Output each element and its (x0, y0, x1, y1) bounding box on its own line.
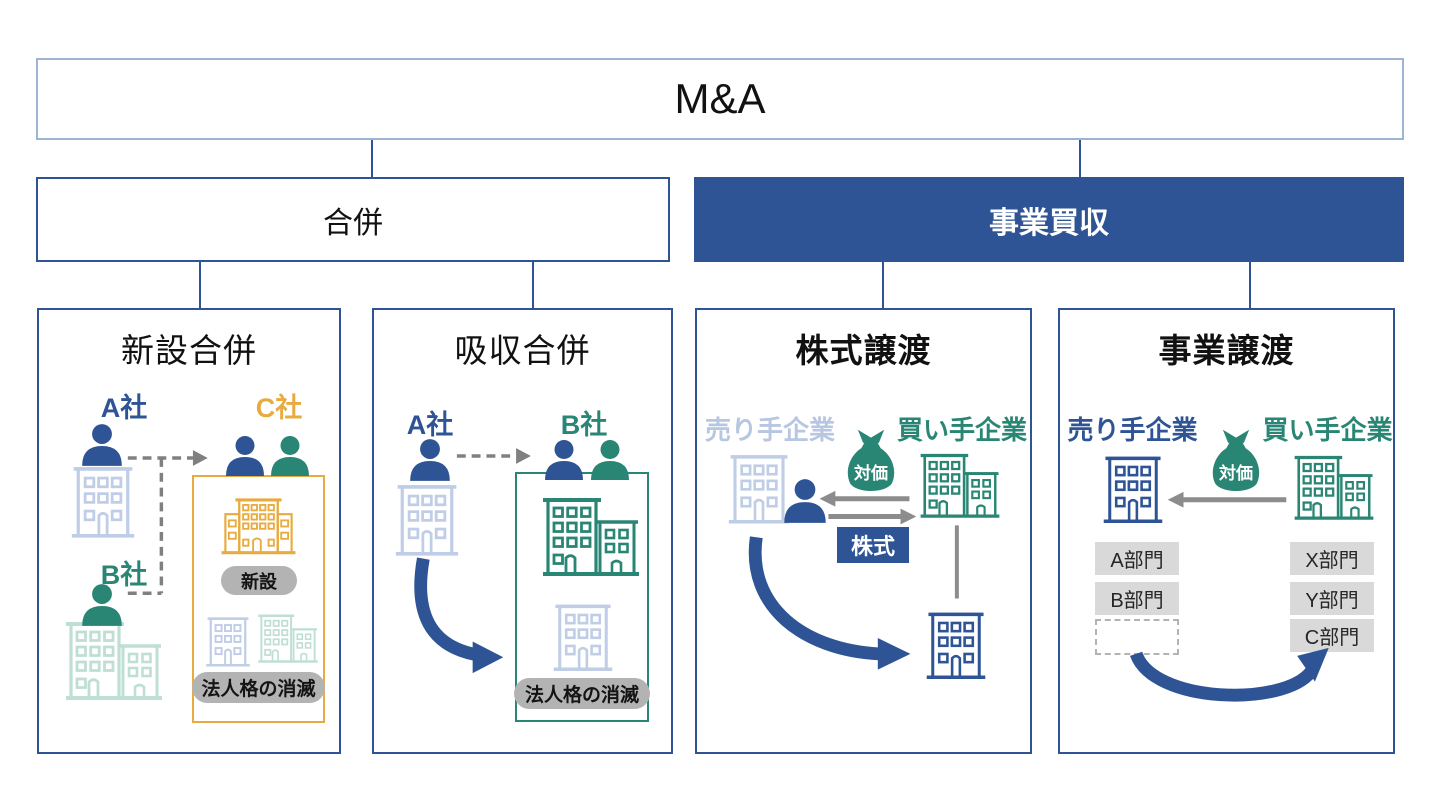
consideration-label: 対価 (854, 464, 888, 483)
transfer-flow-arrow (1130, 651, 1317, 702)
panel-title: 新設合併 (121, 332, 257, 369)
branch-acquisition-label: 事業買収 (989, 206, 1109, 240)
payment-arrowhead (1167, 491, 1184, 508)
company-c-label: C社 (255, 393, 303, 423)
transfer-flow-arrowhead (877, 638, 911, 670)
headquarters-building-icon (220, 497, 297, 556)
building-annex-icon (541, 494, 641, 578)
dashed-arrowhead (516, 448, 531, 464)
panel-title: 吸収合併 (454, 332, 591, 369)
transfer-flow-arrowhead (1297, 647, 1329, 682)
buyer-division-box: C部門 (1290, 619, 1374, 652)
person-icon (223, 436, 267, 476)
dissolution-badge: 法人格の消滅 (192, 672, 325, 703)
seller-division-box: B部門 (1095, 582, 1179, 615)
person-icon (268, 436, 312, 476)
stock-arrowhead (900, 508, 917, 525)
dashed-arrowhead (192, 450, 208, 466)
person-icon (781, 478, 829, 524)
building-annex-icon (919, 450, 1001, 520)
panel-consolidation-merger: 新設合併 A社 C社 B社 新設 法人格の消滅 (37, 308, 341, 754)
seller-division-box: A部門 (1095, 542, 1179, 575)
panel-business-transfer: 事業譲渡 売り手企業 買い手企業 対価 A部門 B部門 X部門 Y部門 C部門 (1058, 308, 1395, 754)
building-icon (205, 614, 251, 668)
company-b-label: B社 (100, 560, 148, 590)
stock-label-box: 株式 (837, 527, 909, 563)
merge-flow-arrow (414, 557, 477, 661)
transferred-division-placeholder (1095, 619, 1179, 655)
connector-line (882, 262, 884, 308)
panel-title: 事業譲渡 (1158, 332, 1295, 369)
consideration-label: 対価 (1219, 464, 1253, 483)
company-a-label: A社 (406, 410, 454, 440)
arrows-layer (1130, 491, 1329, 702)
branch-business-acquisition: 事業買収 (694, 177, 1404, 262)
merge-flow-arrowhead (472, 641, 504, 674)
person-icon (407, 439, 453, 481)
person-icon (542, 440, 586, 480)
panel-stock-transfer: 株式譲渡 売り手企業 買い手企業 対価 株式 (695, 308, 1032, 754)
new-company-frame (192, 475, 325, 723)
building-annex-icon (64, 618, 164, 702)
building-annex-icon (1293, 452, 1375, 522)
company-a-label: A社 (100, 393, 148, 423)
company-b-label: B社 (560, 410, 608, 440)
seller-company-label: 売り手企業 (1067, 415, 1198, 445)
building-icon (394, 480, 460, 558)
building-icon (1102, 452, 1164, 525)
panel-title: 株式譲渡 (795, 332, 932, 369)
person-icon (79, 424, 125, 466)
new-establishment-badge: 新設 (221, 566, 297, 595)
connector-line (371, 140, 373, 177)
subsidiary-building-icon (925, 608, 987, 681)
panel-absorption-merger: 吸収合併 A社 B社 法人格の消滅 (372, 308, 673, 754)
connector-line (532, 262, 534, 308)
buyer-company-label: 買い手企業 (1262, 415, 1393, 445)
person-icon (588, 440, 632, 480)
buyer-division-box: Y部門 (1290, 582, 1374, 615)
root-title: M&A (674, 75, 766, 122)
connector-line (199, 262, 201, 308)
dissolution-badge: 法人格の消滅 (514, 678, 650, 709)
branch-merger: 合併 (36, 177, 670, 262)
buyer-division-box: X部門 (1290, 542, 1374, 575)
person-icon (79, 584, 125, 626)
seller-company-label: 売り手企業 (705, 415, 836, 445)
buyer-company-label: 買い手企業 (897, 415, 1028, 445)
branch-merger-label: 合併 (323, 206, 383, 240)
connector-line (1249, 262, 1251, 308)
building-annex-icon (257, 612, 319, 664)
root-node-mna: M&A (36, 58, 1404, 140)
connector-line (1079, 140, 1081, 177)
building-icon (552, 600, 614, 673)
building-icon (70, 462, 136, 540)
